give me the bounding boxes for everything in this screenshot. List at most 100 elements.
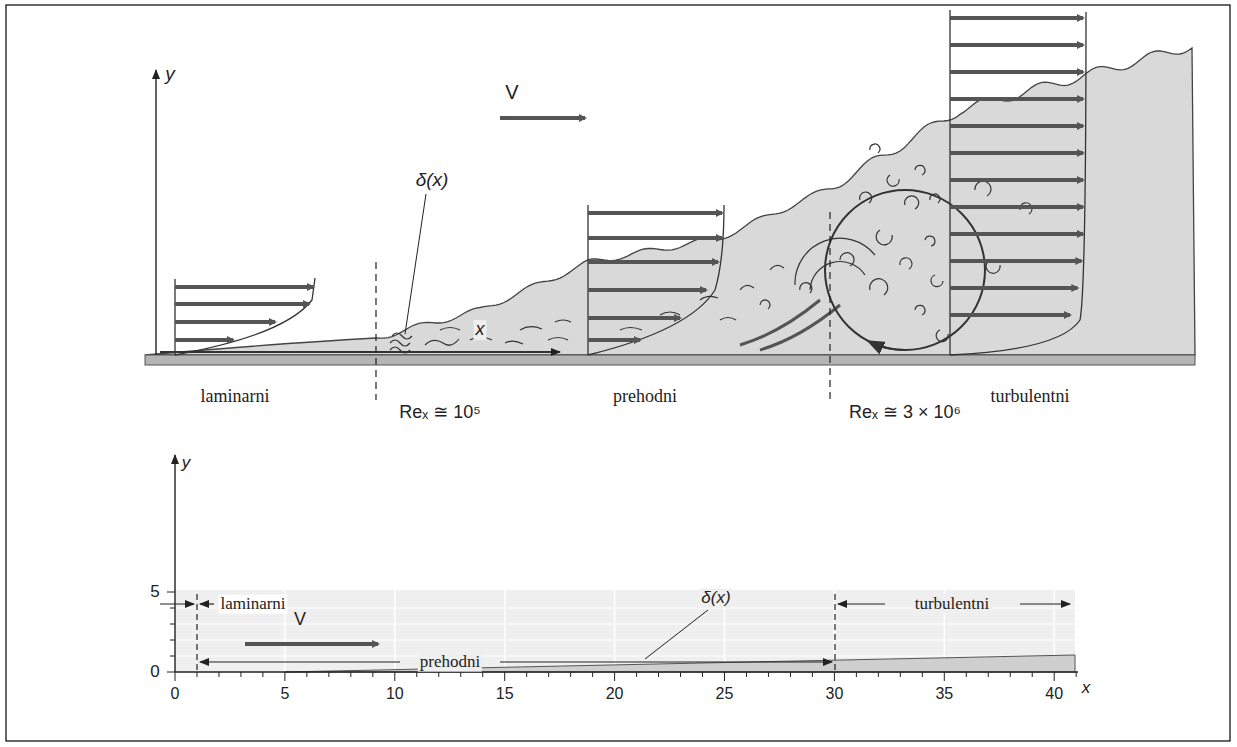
axis-number: 0 [171, 685, 180, 703]
velocity-arrow [950, 313, 1070, 317]
axis-number: 5 [280, 685, 289, 703]
tick [812, 672, 813, 677]
tick [262, 672, 263, 677]
axis-label: y [165, 64, 175, 85]
tick [966, 672, 967, 677]
velocity-label: V [505, 81, 518, 103]
region-label: laminarni [218, 595, 287, 614]
axis-number: 5 [150, 583, 159, 602]
axis-number: 10 [386, 685, 404, 703]
velocity-arrow [950, 70, 1083, 74]
tick [570, 672, 571, 677]
axis-label: x [474, 320, 487, 340]
grid [167, 590, 1076, 681]
tick [240, 672, 241, 677]
tick [1032, 672, 1033, 677]
axis-number: 20 [606, 685, 624, 703]
tick [284, 672, 285, 681]
boundary-layer-scaled [285, 655, 1075, 672]
profile-curve [175, 278, 315, 355]
grid-line [614, 590, 616, 672]
grid-line [504, 590, 506, 672]
axis-number: 30 [825, 685, 843, 703]
tick [1054, 672, 1055, 681]
velocity-arrow [950, 43, 1083, 47]
profile-curve [588, 205, 724, 355]
tick [167, 592, 175, 593]
tick [504, 672, 505, 681]
transition-start-line [375, 262, 376, 400]
tick [218, 672, 219, 677]
tick [636, 672, 637, 677]
velocity-arrow [950, 178, 1083, 182]
boundary-layer-region [145, 48, 1195, 355]
reynolds-label: Reₓ ≅ 10⁵ [399, 403, 480, 423]
tick [170, 624, 175, 625]
region-label: turbulentni [991, 387, 1070, 407]
reynolds-label: Reₓ ≅ 3 × 10⁶ [849, 403, 961, 423]
velocity-arrow [950, 16, 1083, 20]
tick [746, 672, 747, 677]
velocity-arrow [950, 286, 1077, 290]
tick [482, 672, 483, 677]
tick [922, 672, 923, 677]
velocity-arrow [950, 259, 1081, 263]
velocity-arrow [588, 288, 706, 292]
velocity-arrow [175, 302, 309, 306]
tick [878, 672, 879, 677]
tick [196, 672, 197, 677]
free-stream-arrow [245, 642, 378, 646]
axis-number: 25 [716, 685, 734, 703]
tick [175, 672, 176, 681]
tick [900, 672, 901, 677]
tick [526, 672, 527, 677]
tick [394, 672, 395, 681]
velocity-arrow [950, 124, 1083, 128]
region-label: prehodni [418, 653, 482, 672]
tick [856, 672, 857, 677]
velocity-arrow [175, 285, 313, 289]
velocity-arrow [588, 338, 640, 342]
axis-label: x [1082, 679, 1091, 698]
velocity-arrow [950, 97, 1083, 101]
tick [372, 672, 373, 677]
axis-number: 40 [1045, 685, 1063, 703]
tick [988, 672, 989, 677]
flat-plate [145, 355, 1195, 365]
velocity-arrow [588, 236, 722, 240]
x-axis-arrow [160, 351, 560, 353]
tick [724, 672, 725, 681]
tick [350, 672, 351, 677]
y-axis [155, 70, 156, 355]
velocity-arrow [950, 232, 1083, 236]
tick [416, 672, 417, 677]
tick [438, 672, 439, 677]
grid-ground [175, 590, 1075, 672]
leader-line [405, 194, 426, 334]
profile-curve [950, 12, 1086, 355]
velocity-label: V [294, 610, 306, 630]
tick [614, 672, 615, 681]
tick [170, 656, 175, 657]
region-label: laminarni [201, 387, 270, 407]
tick [680, 672, 681, 677]
tick [306, 672, 307, 677]
grid-line [394, 590, 396, 672]
velocity-profiles [175, 10, 1086, 355]
profile-base [174, 279, 175, 355]
thickness-label: δ(x) [414, 170, 451, 191]
profile-base [587, 205, 588, 355]
axis-number: 0 [150, 663, 159, 682]
free-stream-arrow [500, 116, 585, 120]
velocity-arrow [588, 260, 718, 264]
transition-end-line [834, 594, 835, 672]
velocity-arrow [175, 320, 275, 324]
tick [1076, 672, 1077, 677]
tick [1010, 672, 1011, 677]
axis-label: y [182, 454, 191, 473]
tick [170, 608, 175, 609]
grid-line [175, 640, 1075, 641]
velocity-arrow [175, 338, 233, 342]
tick [768, 672, 769, 677]
